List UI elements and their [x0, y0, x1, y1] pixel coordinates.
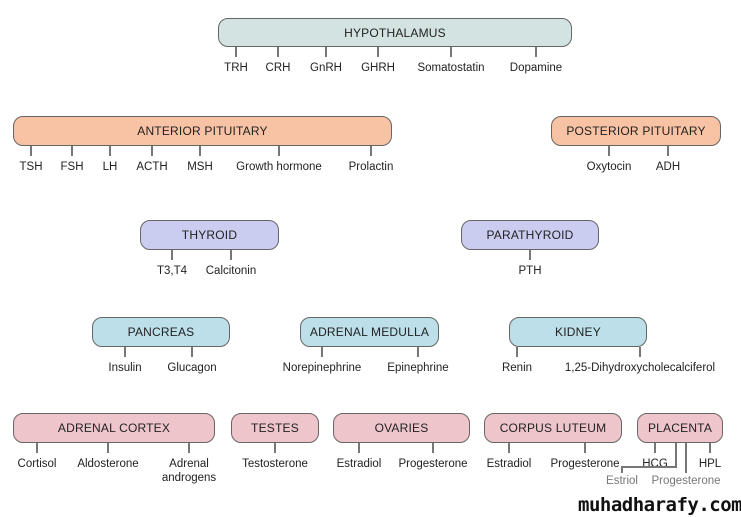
gland-parathyroid: PARATHYROID	[461, 220, 599, 250]
connector-line	[675, 443, 677, 468]
connector-line	[450, 47, 452, 57]
hormone-insulin: Insulin	[108, 362, 142, 374]
watermark: muhadharafy.com	[578, 494, 741, 516]
hormone-cortisol: Cortisol	[17, 458, 57, 470]
connector-line	[274, 443, 276, 453]
connector-line	[325, 47, 327, 57]
hormone-epinephrine: Epinephrine	[387, 362, 449, 374]
hormone-fsh: FSH	[60, 161, 84, 173]
hormone-glucagon: Glucagon	[167, 362, 217, 374]
connector-line	[358, 443, 360, 453]
connector-line	[417, 347, 419, 357]
hormone-tsh: TSH	[19, 161, 43, 173]
hormone-calcitonin: Calcitonin	[205, 265, 257, 277]
connector-line	[639, 347, 641, 357]
connector-line	[107, 443, 109, 453]
connector-line	[278, 146, 280, 156]
hormone-pth: PTH	[518, 265, 542, 277]
gland-hypothalamus: HYPOTHALAMUS	[218, 18, 572, 47]
connector-line	[124, 347, 126, 357]
connector-line	[151, 146, 153, 156]
gland-testes: TESTES	[231, 413, 319, 443]
hormone-oxytocin: Oxytocin	[586, 161, 632, 173]
hormone-dopamine: Dopamine	[509, 62, 563, 74]
connector-line	[30, 146, 32, 156]
gland-ovaries: OVARIES	[333, 413, 470, 443]
connector-line	[667, 146, 669, 156]
hormone-crh: CRH	[265, 62, 291, 74]
hormone-ghrh: GHRH	[361, 62, 395, 74]
connector-line	[235, 47, 237, 57]
hormone-msh: MSH	[187, 161, 213, 173]
connector-line	[516, 347, 518, 357]
gland-pancreas: PANCREAS	[92, 317, 230, 347]
hormone-somatostatin: Somatostatin	[417, 62, 485, 74]
hormone-lh: LH	[102, 161, 118, 173]
hormone-hcg: HCG	[642, 458, 668, 470]
hormone-1-25-dihydroxycholecalciferol: 1,25-Dihydroxycholecalciferol	[564, 362, 716, 374]
gland-anterior-pituitary: ANTERIOR PITUITARY	[13, 116, 392, 146]
connector-line	[377, 47, 379, 57]
hormone-trh: TRH	[224, 62, 248, 74]
hormone-progesterone: Progesterone	[398, 458, 468, 470]
connector-line	[535, 47, 537, 57]
hormone-adrenal-androgens: Adrenal androgens	[161, 458, 217, 484]
hormone-adh: ADH	[655, 161, 681, 173]
connector-line	[621, 466, 677, 468]
connector-line	[608, 146, 610, 156]
connector-line	[321, 347, 323, 357]
connector-line	[621, 466, 623, 473]
connector-line	[191, 347, 193, 357]
hormone-progesterone: Progesterone	[550, 458, 620, 470]
hormone-norepinephrine: Norepinephrine	[282, 362, 362, 374]
gland-kidney: KIDNEY	[509, 317, 647, 347]
connector-line	[188, 443, 190, 453]
connector-line	[529, 250, 531, 260]
connector-line	[277, 47, 279, 57]
connector-line	[654, 443, 656, 453]
connector-line	[709, 443, 711, 453]
connector-line	[432, 443, 434, 453]
gland-adrenal-cortex: ADRENAL CORTEX	[13, 413, 215, 443]
connector-line	[230, 250, 232, 260]
gland-placenta: PLACENTA	[637, 413, 723, 443]
hormone-testosterone: Testosterone	[242, 458, 308, 470]
hormone-acth: ACTH	[136, 161, 168, 173]
gland-adrenal-medulla: ADRENAL MEDULLA	[300, 317, 439, 347]
gland-corpus-luteum: CORPUS LUTEUM	[484, 413, 622, 443]
connector-line	[199, 146, 201, 156]
hormone-aldosterone: Aldosterone	[77, 458, 139, 470]
hormone-prolactin: Prolactin	[348, 161, 394, 173]
hormone-growth-hormone: Growth hormone	[236, 161, 322, 173]
connector-line	[584, 443, 586, 453]
connector-line	[508, 443, 510, 453]
hormone-estradiol: Estradiol	[486, 458, 532, 470]
hormone-progesterone: Progesterone	[651, 475, 721, 487]
connector-line	[109, 146, 111, 156]
connector-line	[171, 250, 173, 260]
connector-line	[36, 443, 38, 453]
hormone-t3-t4: T3,T4	[156, 265, 188, 277]
connector-line	[71, 146, 73, 156]
gland-thyroid: THYROID	[140, 220, 279, 250]
gland-posterior-pituitary: POSTERIOR PITUITARY	[551, 116, 721, 146]
hormone-gnrh: GnRH	[310, 62, 342, 74]
hormone-estradiol: Estradiol	[336, 458, 382, 470]
hormone-hpl: HPL	[698, 458, 722, 470]
connector-line	[370, 146, 372, 156]
hormone-estriol: Estriol	[606, 475, 638, 487]
hormone-renin: Renin	[501, 362, 533, 374]
connector-line	[685, 443, 687, 473]
